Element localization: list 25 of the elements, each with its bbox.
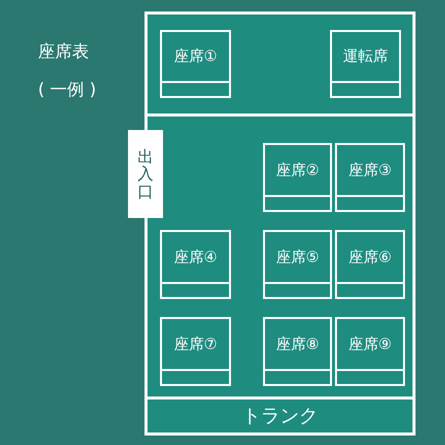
seat-box <box>263 317 332 386</box>
seat-label: 座席⑤ <box>274 246 320 268</box>
seat-label: 座席⑦ <box>172 334 218 354</box>
seat-label: 座席⑥ <box>347 246 393 268</box>
seat-label: 座席② <box>274 160 320 180</box>
seat-label: 座席④ <box>172 246 218 268</box>
seat-box <box>160 30 231 98</box>
seat-box <box>335 143 405 212</box>
note-text: ( 一例 ) <box>38 79 96 101</box>
entrance-label: 出入口 <box>138 148 154 200</box>
seat-label: 座席③ <box>347 160 393 180</box>
seat-box <box>160 317 231 386</box>
seat-box <box>263 143 332 212</box>
entrance-box <box>128 130 163 218</box>
seat-label: 運転席 <box>342 46 389 67</box>
seat-box <box>263 230 332 299</box>
seat-box <box>335 230 405 299</box>
seat-label: 座席⑧ <box>274 334 320 354</box>
seat-box <box>330 30 401 98</box>
seat-box <box>160 230 231 299</box>
trunk-label: トランク <box>242 404 318 429</box>
seat-label: 座席① <box>172 46 218 67</box>
seat-label: 座席⑨ <box>347 334 393 354</box>
seat-box <box>335 317 405 386</box>
chart-title: 座席表 <box>38 41 89 63</box>
